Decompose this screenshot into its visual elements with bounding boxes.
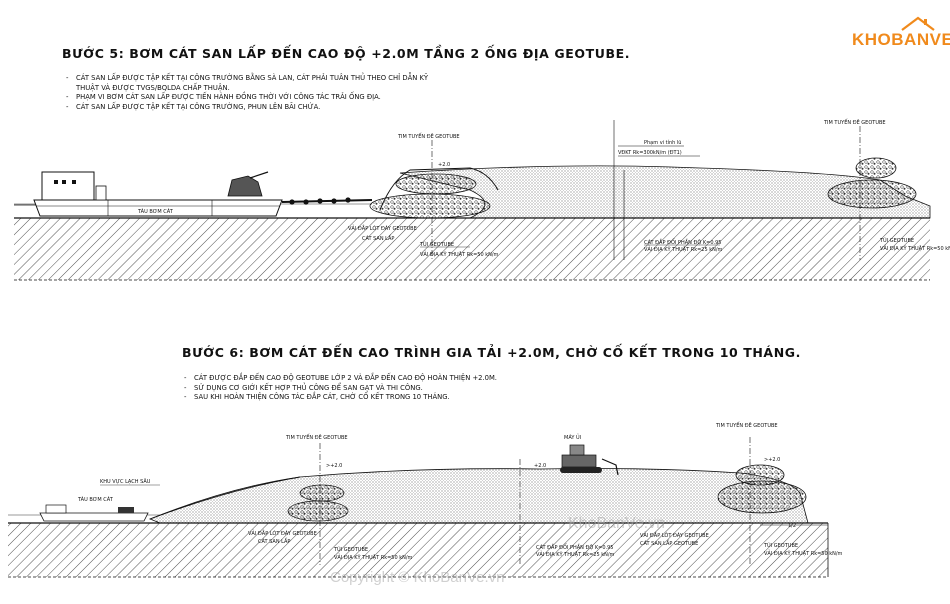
step5-title: BƯỚC 5: BƠM CÁT SAN LẤP ĐẾN CAO ĐỘ +2.0M…	[62, 46, 631, 61]
fabric-label: VẢI ĐỊA KỸ THUẬT Rk=25 kN/m	[536, 550, 615, 558]
sand-pump-barge: TÀU BƠM CÁT	[33, 171, 283, 217]
bed-label: VẢI ĐẮP LÓT ĐÁY GEOTUBE	[348, 224, 417, 232]
step6-note: CÁT ĐƯỢC ĐẮP ĐẾN CAO ĐỘ GEOTUBE LỚP 2 VÀ…	[182, 374, 497, 384]
right-fabric-label: VẢI ĐỊA KỸ THUẬT Rk=50 kN/m	[764, 549, 843, 557]
elevation-label: +2.0	[438, 162, 450, 168]
geotube-fabric-label: VẢI ĐỊA KỸ THUẬT Rk=50 kN/m	[420, 250, 499, 258]
sand-pump-barge: TÀU BƠM CÁT KHU VỰC LẠCH SÂU	[39, 478, 160, 522]
right-geotube	[827, 157, 917, 209]
floating-pipe	[281, 197, 373, 205]
bed2-label: CÁT SAN LẤP	[258, 537, 290, 545]
sand-fill	[148, 468, 809, 524]
elevation-mid-label: +2.0	[534, 463, 546, 469]
sand-layer-label: CÁT ĐẮP ĐỔI PHẦN ĐỘ K=0.95	[536, 543, 613, 551]
step5-note: CÁT SAN LẤP ĐƯỢC TẬP KẾT TẠI CÔNG TRƯỜNG…	[64, 103, 428, 113]
centerline-right-label: TIM TUYẾN ĐÊ GEOTUBE	[823, 118, 886, 126]
sand-layer-label: CÁT ĐẮP ĐỔI PHẦN ĐỘ K=0.95	[644, 238, 721, 246]
step6-title: BƯỚC 6: BƠM CÁT ĐẾN CAO TRÌNH GIA TẢI +2…	[182, 345, 801, 360]
natural-ground	[8, 523, 828, 577]
right-fabric-label: VẢI ĐỊA KỸ THUẬT Rk=50 kN/m	[880, 244, 950, 252]
step6-cross-section: TÀU BƠM CÁT KHU VỰC LẠCH SÂU MÁY ỦI TIM …	[8, 421, 843, 578]
step6-note: SAU KHI HOÀN THIỆN CÔNG TÁC ĐẮP CÁT, CHỜ…	[182, 393, 497, 403]
step6-note: SỬ DỤNG CƠ GIỚI KẾT HỢP THỦ CÔNG ĐỂ SAN …	[182, 384, 497, 394]
channel-label: KHU VỰC LẠCH SÂU	[100, 478, 151, 485]
step5-note: PHẠM VI BƠM CÁT SAN LẤP ĐƯỢC TIẾN HÀNH Đ…	[64, 93, 428, 103]
barge-label: TÀU BƠM CÁT	[137, 208, 174, 215]
step5-notes: CÁT SAN LẤP ĐƯỢC TẬP KẾT TẠI CÔNG TRƯỜNG…	[64, 74, 428, 112]
vdkt-label: VĐKT Rk=300kN/m (ĐT1)	[618, 150, 682, 156]
geotube-fabric-label: VẢI ĐỊA KỸ THUẬT Rk=50 kN/m	[334, 553, 413, 561]
geotube-label: TÚI GEOTUBE	[333, 546, 368, 553]
step5-cross-section: TÀU BƠM CÁT TIM TUYẾN ĐÊ GEOTUBE TIM TUY…	[14, 118, 950, 281]
elevation-right-label: >+2.0	[764, 457, 780, 463]
step5-note: CÁT SAN LẤP ĐƯỢC TẬP KẾT TẠI CÔNG TRƯỜNG…	[64, 74, 428, 84]
geotube-label: TÚI GEOTUBE	[419, 241, 454, 248]
centerline-left-label: TIM TUYẾN ĐÊ GEOTUBE	[397, 132, 460, 140]
right-tube-label: TÚI GEOTUBE	[879, 237, 914, 244]
sand-fill	[399, 165, 931, 219]
dozer-label: MÁY ỦI	[564, 433, 581, 441]
mid-bed-label: VẢI ĐẮP LÓT ĐÁY GEOTUBE	[640, 531, 709, 539]
natural-ground	[14, 218, 930, 280]
centerline-right-label: TIM TUYẾN ĐÊ GEOTUBE	[715, 421, 778, 429]
bulldozer-icon: MÁY ỦI	[560, 433, 619, 476]
drain-label: Phạm vi tính lũ	[644, 139, 681, 146]
dimension-label: 1/2	[788, 523, 796, 529]
right-geotube	[717, 464, 807, 514]
bed2-label: CÁT SAN LẤP	[362, 234, 394, 242]
elevation-left-label: >+2.0	[326, 463, 342, 469]
brand-logo: KHOBANVE	[852, 16, 950, 52]
fabric-label: VẢI ĐỊA KỸ THUẬT Rk=25 kN/m	[644, 245, 723, 253]
bed-label: VẢI ĐẮP LÓT ĐÁY GEOTUBE	[248, 529, 317, 537]
right-tube-label: TÚI GEOTUBE	[763, 542, 798, 549]
centerline-left-label: TIM TUYẾN ĐÊ GEOTUBE	[285, 433, 348, 441]
mid-tube-label: CÁT SAN LẤP GEOTUBE	[640, 539, 698, 547]
barge-label: TÀU BƠM CÁT	[77, 496, 114, 503]
step6-notes: CÁT ĐƯỢC ĐẮP ĐẾN CAO ĐỘ GEOTUBE LỚP 2 VÀ…	[182, 374, 497, 403]
step5-note: THUẬT VÀ ĐƯỢC TVGS/BQLDA CHẤP THUẬN.	[76, 83, 230, 92]
logo-text: KHOBANVE	[852, 30, 950, 49]
house-roof-icon	[901, 16, 935, 31]
left-geotube-stack	[287, 484, 349, 522]
